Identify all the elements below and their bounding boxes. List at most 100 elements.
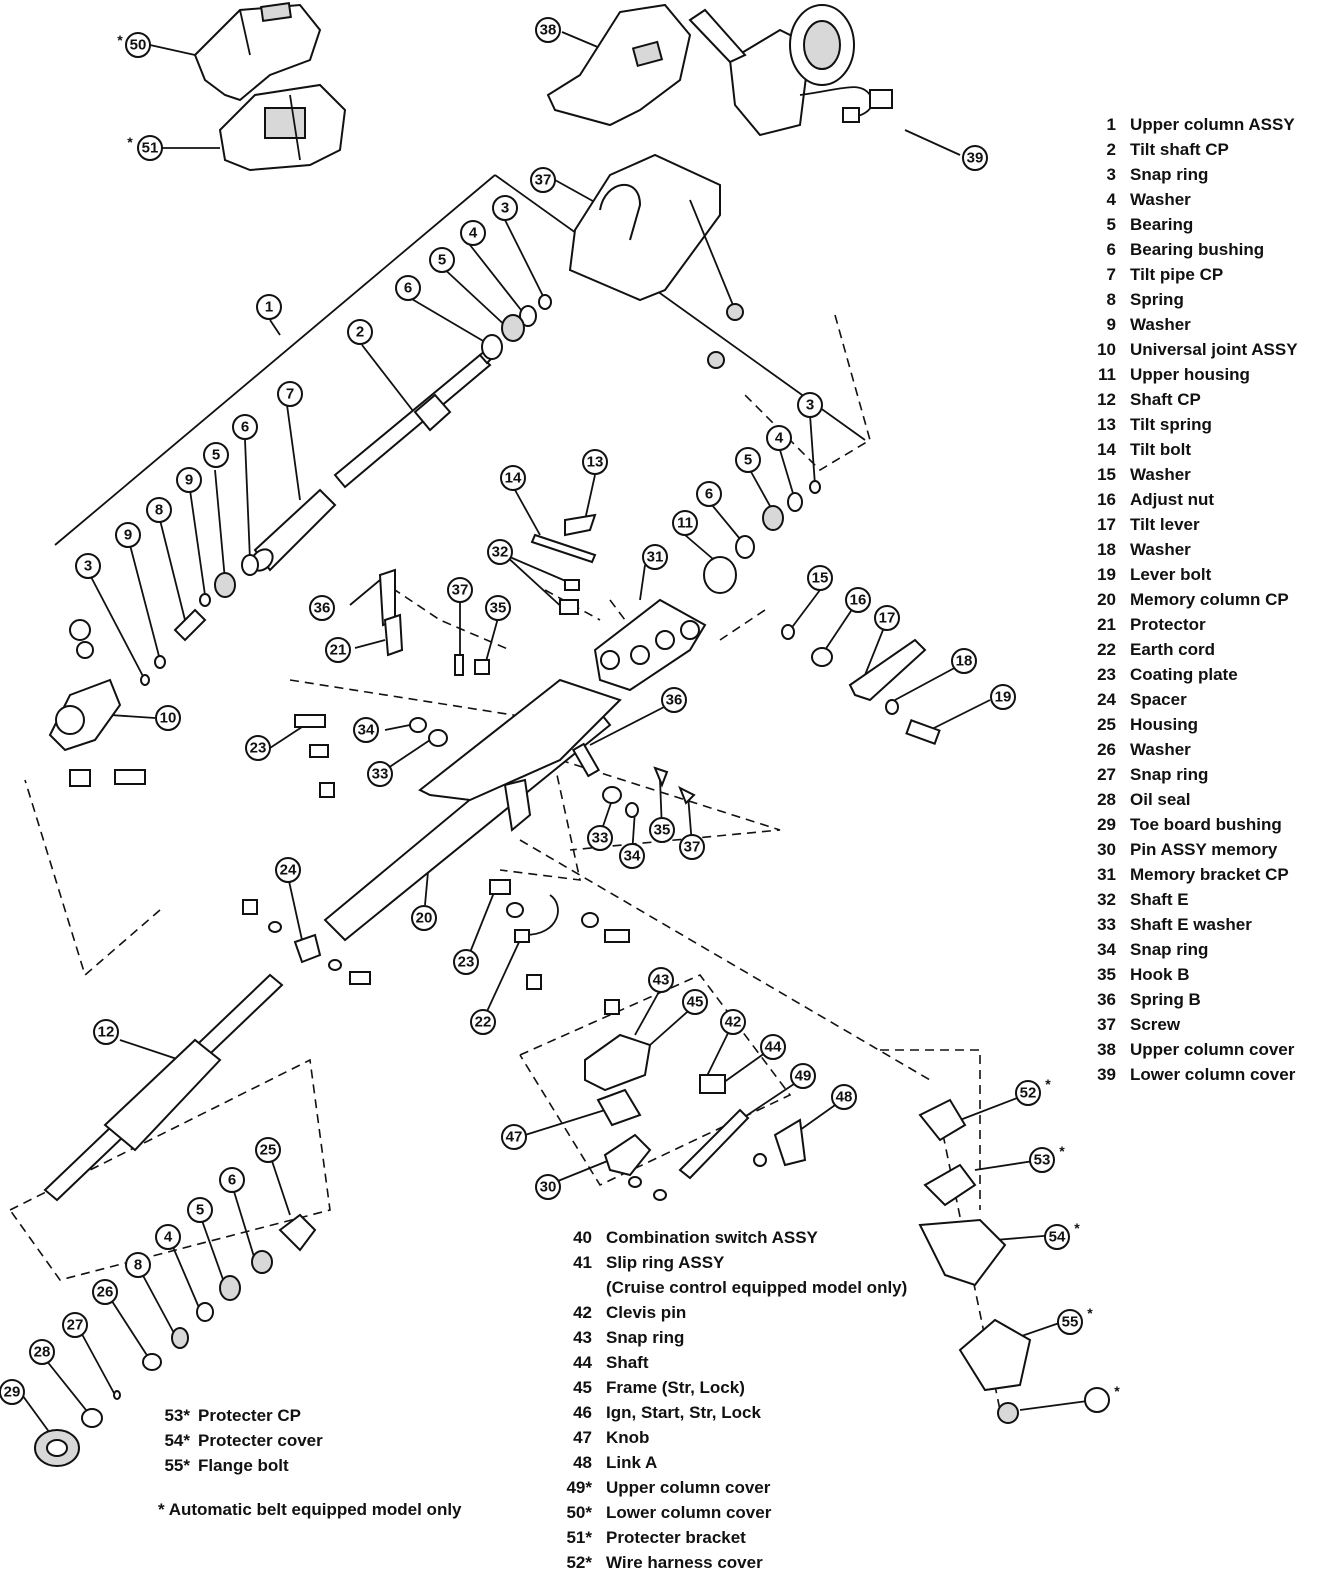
svg-text:21: 21: [330, 642, 347, 659]
callout-54: 55*: [1057, 1305, 1093, 1335]
svg-text:50: 50: [130, 37, 147, 54]
svg-text:7: 7: [286, 386, 294, 403]
bearing-stack-upper: [140, 294, 552, 686]
callout-12: 12: [93, 1019, 119, 1045]
callout-14: 14: [500, 465, 526, 491]
svg-text:37: 37: [452, 582, 469, 599]
callout-25: 25: [255, 1137, 281, 1163]
svg-text:15: 15: [812, 570, 829, 587]
callouts: *50 *51 38 39 37 3 4 5 6 1 2 7 3 6 4 5 5…: [0, 17, 1120, 1413]
svg-text:53: 53: [1034, 1152, 1051, 1169]
lower-bearing-stack: [34, 1213, 317, 1467]
callout-22: 22: [470, 1009, 496, 1035]
callout-32: 32: [487, 539, 513, 565]
svg-text:35: 35: [490, 600, 507, 617]
svg-text:43: 43: [653, 972, 670, 989]
part-10-universal-joint: [48, 619, 146, 787]
part-7-tilt-pipe: [250, 488, 337, 572]
svg-text:34: 34: [358, 722, 375, 739]
callout-6c: 6: [696, 481, 722, 507]
legend-row: 49*Upper column cover: [566, 1478, 771, 1497]
callout-4c: 4: [155, 1224, 181, 1250]
svg-text:51: 51: [142, 140, 159, 157]
callout-9b: 9: [115, 522, 141, 548]
callout-28: 28: [29, 1339, 55, 1365]
part-38-upper-column-cover: [546, 3, 692, 127]
legend-row: 50*Lower column cover: [566, 1503, 772, 1522]
part-40-combination-switch: [688, 4, 893, 137]
callout-27: 27: [62, 1312, 88, 1338]
callout-4b: 4: [766, 425, 792, 451]
callout-23a: 23: [245, 735, 271, 761]
callout-50: * 51: [127, 134, 163, 161]
callout-13: 13: [582, 449, 608, 475]
callout-16: 16: [845, 587, 871, 613]
callout-31: 31: [642, 544, 668, 570]
part-20-memory-column: [294, 568, 622, 942]
svg-text:9: 9: [185, 472, 193, 489]
callout-7: 7: [277, 381, 303, 407]
svg-text:25: 25: [260, 1142, 277, 1159]
svg-text:*: *: [1114, 1383, 1120, 1399]
svg-text:16: 16: [850, 592, 867, 609]
leader-lines: [19, 31, 1096, 1441]
svg-text:*: *: [1059, 1143, 1065, 1159]
svg-text:5: 5: [744, 452, 752, 469]
svg-text:32: 32: [492, 544, 509, 561]
svg-text:20: 20: [416, 910, 433, 927]
part-49-upper-cover: [193, 1, 322, 102]
svg-text:31: 31: [647, 549, 664, 566]
svg-text:5: 5: [438, 252, 446, 269]
part-12-shaft: [43, 973, 284, 1202]
callout-38: 38: [535, 17, 561, 43]
svg-text:23: 23: [458, 954, 475, 971]
callout-36b: 36: [661, 687, 687, 713]
part-31-memory-bracket: [593, 598, 707, 692]
callout-11: 11: [672, 510, 698, 536]
callout-20: 20: [411, 905, 437, 931]
callout-44: 44: [760, 1034, 786, 1060]
svg-text:26: 26: [97, 1284, 114, 1301]
protector-group: [918, 1098, 1032, 1424]
part-50-lower-cover: [218, 83, 347, 172]
small-parts-right: [602, 766, 696, 818]
svg-text:*: *: [127, 134, 133, 150]
tilt-lever-group: [781, 624, 941, 745]
callout-33b: 33: [587, 825, 613, 851]
svg-text:23: 23: [250, 740, 267, 757]
svg-text:36: 36: [666, 692, 683, 709]
svg-text:44: 44: [765, 1039, 782, 1056]
callout-30: 30: [535, 1174, 561, 1200]
svg-text:17: 17: [879, 610, 896, 627]
legend-row: 52*Wire harness cover: [566, 1553, 763, 1572]
svg-text:3: 3: [501, 200, 509, 217]
callout-6d: 6: [219, 1167, 245, 1193]
callout-4a: 4: [460, 220, 486, 246]
svg-text:47: 47: [506, 1129, 523, 1146]
svg-text:2: 2: [356, 324, 364, 341]
part-24-spacer-group: [242, 899, 371, 985]
svg-text:45: 45: [687, 994, 704, 1011]
